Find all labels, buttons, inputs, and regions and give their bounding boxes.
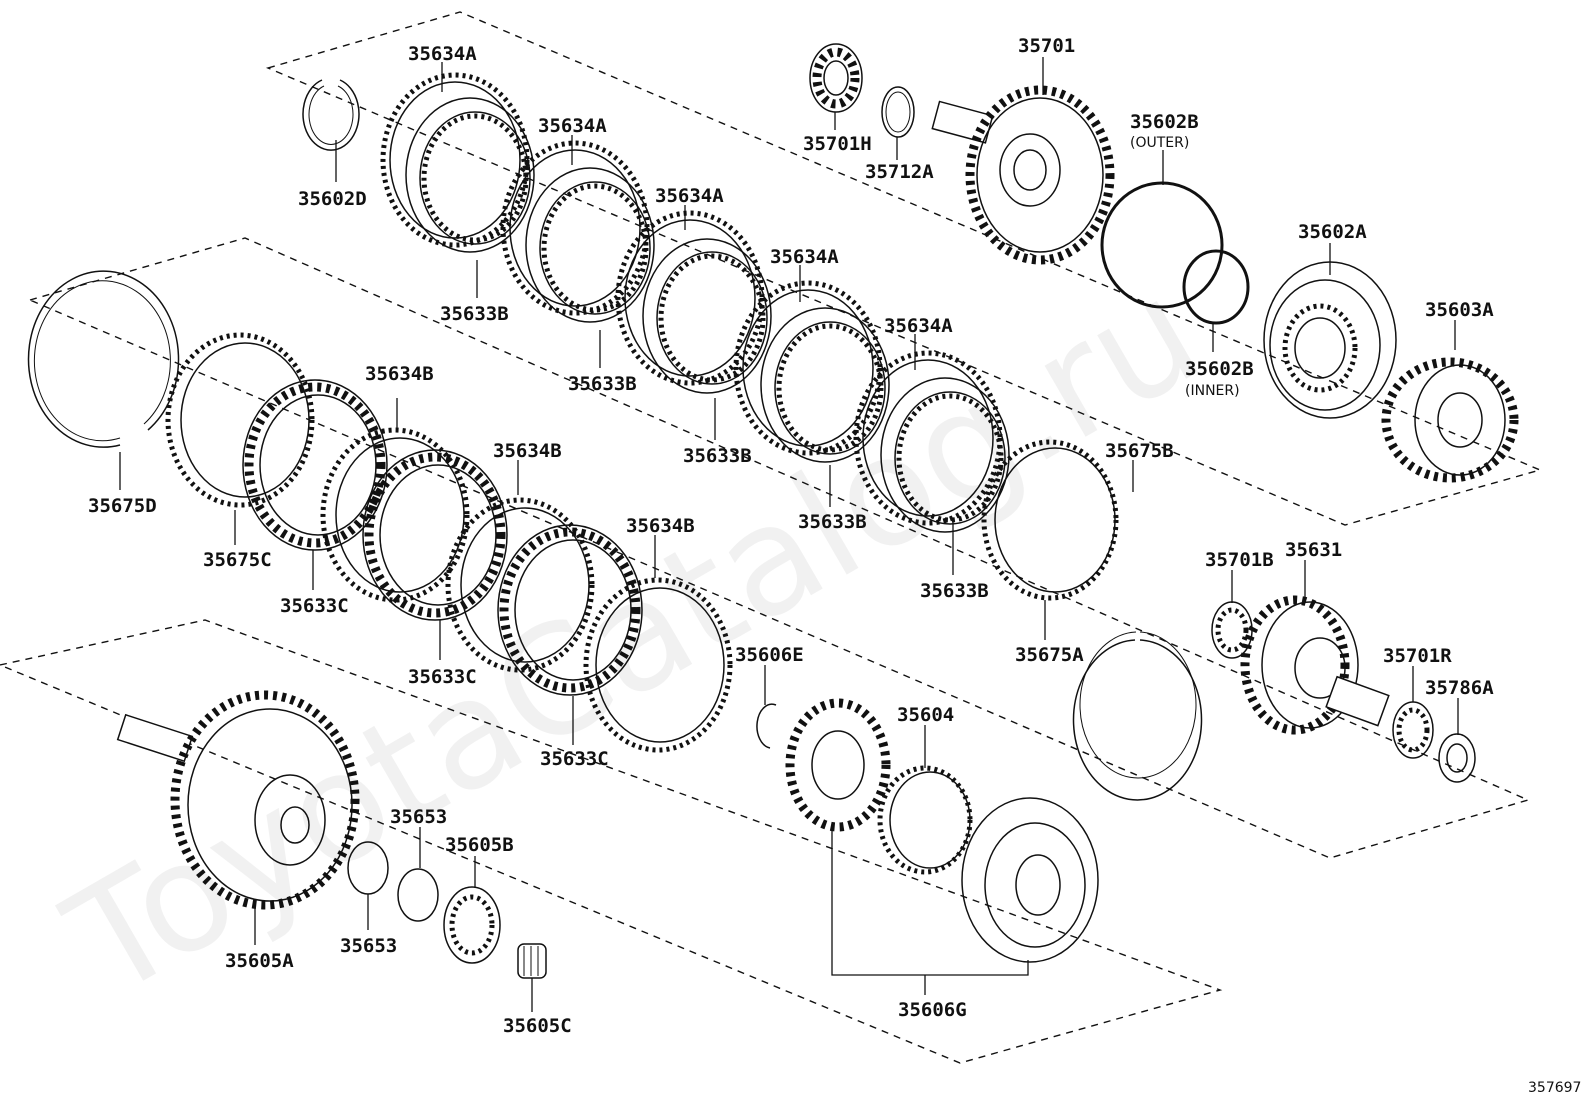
label-35712a: 35712A	[865, 161, 934, 183]
label-35675a: 35675A	[1015, 644, 1084, 666]
reaction-plate-35606g	[785, 698, 891, 832]
label-layer: 35634A 35634A 35634A 35634A 35634A 35602…	[88, 35, 1581, 1096]
piston-35606g	[961, 797, 1099, 963]
group-box-middle	[27, 237, 1531, 859]
clutch-disc-35634b-1	[320, 427, 470, 603]
sublabel-inner: (INNER)	[1185, 383, 1240, 399]
clutch-disc-35634b-3	[583, 577, 733, 753]
o-ring-35602b-inner	[1182, 249, 1250, 325]
label-35634b-2: 35634B	[493, 440, 562, 462]
clutch-plate-35633b-4	[760, 307, 890, 463]
clutch-plate-35633b-2	[525, 167, 655, 323]
label-35634b-3: 35634B	[626, 515, 695, 537]
thrust-bearing-35701h	[809, 43, 863, 113]
label-35675b: 35675B	[1105, 440, 1174, 462]
flange-35675c	[165, 332, 315, 508]
label-35634a-5: 35634A	[884, 315, 953, 337]
snap-ring-35602d	[302, 79, 360, 151]
label-35701r: 35701R	[1383, 645, 1452, 667]
label-35675c: 35675C	[203, 549, 272, 571]
label-35634a-4: 35634A	[770, 246, 839, 268]
label-35605c: 35605C	[503, 1015, 572, 1037]
clutch-plate-35633b-1	[405, 97, 535, 253]
clutch-disc-35634a-3	[615, 210, 765, 386]
label-35633b-3: 35633B	[683, 445, 752, 467]
label-35633b-1: 35633B	[440, 303, 509, 325]
label-35633b-2: 35633B	[568, 373, 637, 395]
snap-ring-35675a	[1072, 631, 1203, 801]
clutch-plate-35633c-3	[497, 524, 643, 696]
clutch-drum-35605a	[116, 690, 360, 910]
o-ring-35653-b	[397, 868, 439, 922]
clutch-drum-35701	[931, 85, 1115, 265]
label-35606e: 35606E	[735, 644, 804, 666]
label-35633c-3: 35633C	[540, 748, 609, 770]
clutch-disc-35634a-1	[380, 72, 530, 248]
label-35701b: 35701B	[1205, 549, 1274, 571]
label-35602d: 35602D	[298, 188, 367, 210]
figure-reference-number: 357697	[1528, 1080, 1581, 1096]
label-35675d: 35675D	[88, 495, 157, 517]
spring-retainer-35604	[877, 765, 973, 875]
return-spring-35603a	[1381, 357, 1519, 483]
label-35631: 35631	[1285, 539, 1342, 561]
group-box-bottom	[0, 619, 1223, 1064]
clutch-disc-35634b-2	[445, 497, 595, 673]
clutch-plate-35633c-2	[362, 449, 508, 621]
snap-ring-35675d	[27, 270, 180, 448]
label-35633b-4: 35633B	[798, 511, 867, 533]
o-ring-35602b-outer	[1100, 181, 1224, 309]
o-ring-35712a	[881, 86, 915, 138]
label-35634b-1: 35634B	[365, 363, 434, 385]
label-35605b: 35605B	[445, 834, 514, 856]
clutch-plate-35633c-1	[242, 379, 388, 551]
label-35633c-2: 35633C	[408, 666, 477, 688]
label-35634a-1: 35634A	[408, 43, 477, 65]
group-box-top	[265, 11, 1543, 526]
label-35602a: 35602A	[1298, 221, 1367, 243]
label-35602b-outer: 35602B	[1130, 111, 1199, 133]
label-35701: 35701	[1018, 35, 1075, 57]
label-35701h: 35701H	[803, 133, 872, 155]
label-35633b-5: 35633B	[920, 580, 989, 602]
piston-35602a	[1263, 261, 1397, 419]
label-35653-bottom: 35653	[340, 935, 397, 957]
sublabel-outer: (OUTER)	[1130, 135, 1189, 151]
label-35786a: 35786A	[1425, 677, 1494, 699]
flange-35675b	[981, 439, 1119, 601]
clutch-plate-35633b-3	[642, 238, 772, 394]
snap-ring-35606e	[756, 703, 777, 749]
thrust-bearing-35605b	[443, 886, 501, 964]
label-35606g: 35606G	[898, 999, 967, 1021]
hub-35631	[1240, 595, 1390, 735]
clutch-plate-35633b-5	[880, 377, 1010, 533]
label-35634a-3: 35634A	[655, 185, 724, 207]
clutch-disc-35634a-4	[733, 280, 883, 456]
label-35634a-2: 35634A	[538, 115, 607, 137]
label-35604: 35604	[897, 704, 954, 726]
leader-lines	[119, 57, 1459, 1012]
label-35602b-inner: 35602B	[1185, 358, 1254, 380]
needle-bearing-35605c	[517, 943, 547, 979]
clutch-disc-35634a-5	[853, 350, 1003, 526]
bushing-35786a	[1438, 733, 1476, 783]
thrust-bearing-35701b	[1211, 601, 1253, 659]
label-35603a: 35603A	[1425, 299, 1494, 321]
label-35633c-1: 35633C	[280, 595, 349, 617]
label-35605a: 35605A	[225, 950, 294, 972]
label-35653-top: 35653	[390, 806, 447, 828]
